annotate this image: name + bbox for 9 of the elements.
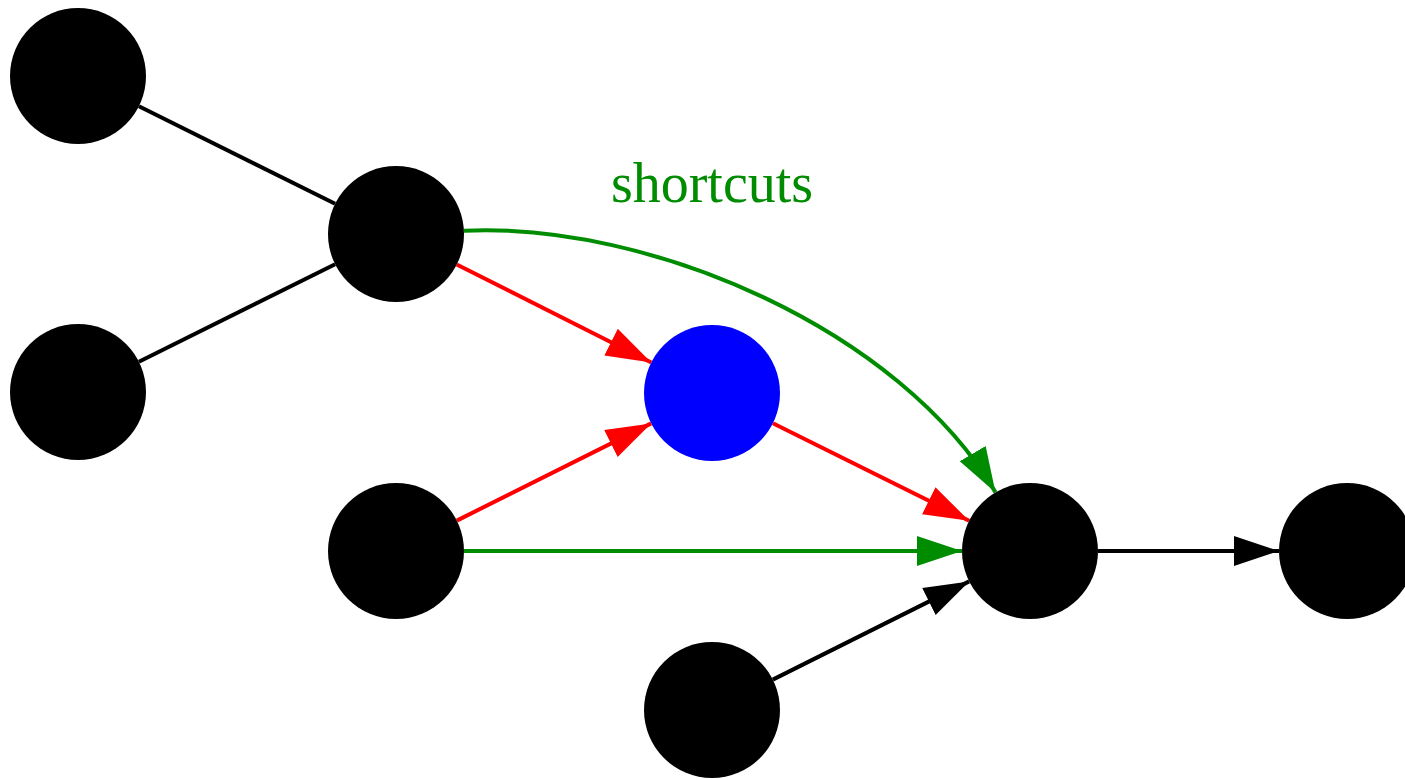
connector-line [138, 104, 336, 206]
arrow [455, 262, 653, 365]
arrow [1098, 536, 1279, 566]
arrow [464, 536, 962, 566]
arrow [463, 228, 998, 494]
arrow [771, 579, 971, 682]
connector-line [138, 262, 336, 364]
arrow [455, 421, 653, 523]
arrow [772, 421, 970, 523]
